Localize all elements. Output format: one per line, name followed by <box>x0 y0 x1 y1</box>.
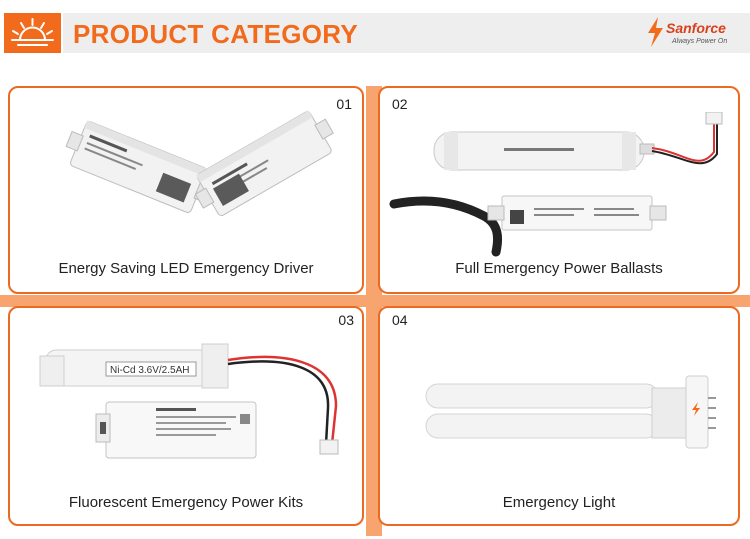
brand-name: Sanforce <box>666 20 726 36</box>
card-caption: Energy Saving LED Emergency Driver <box>58 260 314 277</box>
card-number: 02 <box>392 96 408 112</box>
card-number: 01 <box>336 96 352 112</box>
sunrise-icon <box>4 13 61 53</box>
product-card-ballast[interactable]: 02 <box>378 86 740 294</box>
page-title: PRODUCT CATEGORY <box>73 19 359 49</box>
title-bar: PRODUCT CATEGORY Sanforce Always Power O… <box>63 13 750 53</box>
card-caption: Emergency Light <box>502 494 616 511</box>
card-number: 03 <box>338 312 354 328</box>
led-driver-image <box>48 110 338 250</box>
power-kit-image: Ni-Cd 3.6V/2.5AH <box>36 336 356 486</box>
product-card-led-driver[interactable]: 01 <box>8 86 364 294</box>
product-card-emergency-light[interactable]: 04 Emergency Light <box>378 306 740 526</box>
product-card-power-kit[interactable]: 03 Ni-Cd 3.6V/2.5AH <box>8 306 364 526</box>
card-caption: Full Emergency Power Ballasts <box>455 260 663 277</box>
svg-text:Ni-Cd 3.6V/2.5AH: Ni-Cd 3.6V/2.5AH <box>110 365 189 376</box>
card-number: 04 <box>392 312 408 328</box>
card-caption: Fluorescent Emergency Power Kits <box>68 494 304 511</box>
brand-logo: Sanforce Always Power On <box>644 15 736 53</box>
emergency-light-image <box>416 338 716 468</box>
page-header: PRODUCT CATEGORY Sanforce Always Power O… <box>0 0 750 68</box>
ballast-image <box>384 112 734 262</box>
product-grid: 01 <box>0 68 750 539</box>
horizontal-divider <box>0 294 750 307</box>
lightning-icon <box>648 17 663 47</box>
brand-tagline: Always Power On <box>672 38 728 45</box>
